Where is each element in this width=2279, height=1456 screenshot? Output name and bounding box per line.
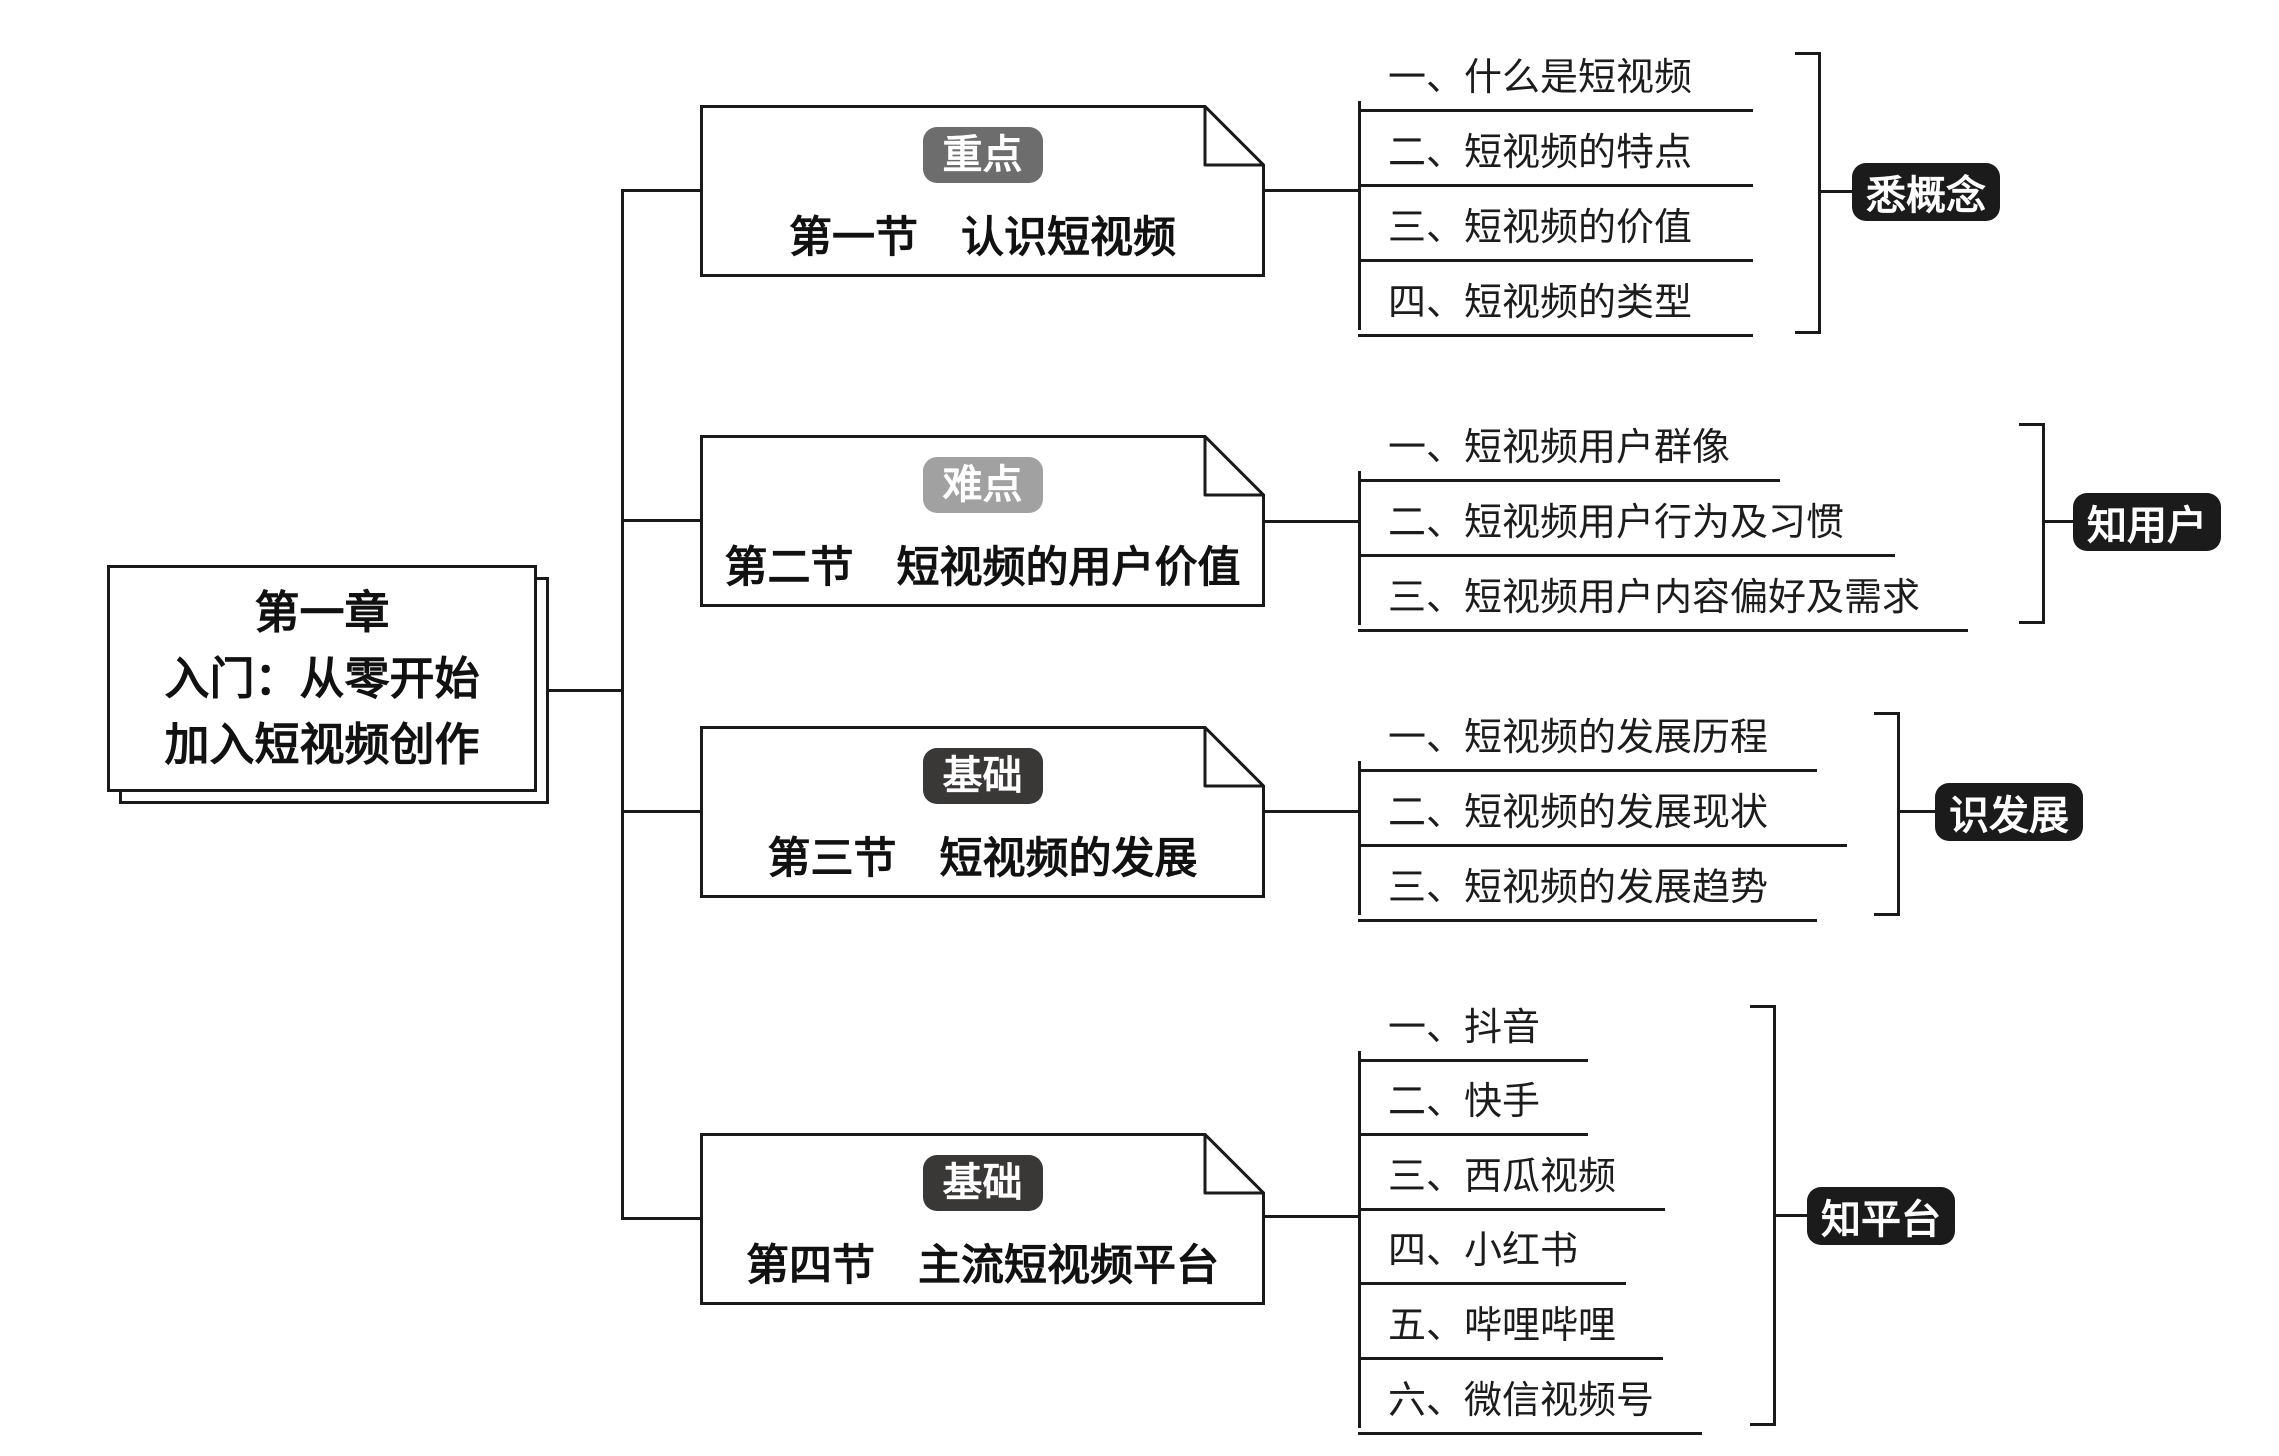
takeaway-bracket-arm [1795, 331, 1818, 334]
connector-spine-to-node-2 [621, 519, 700, 522]
items-left-border [1358, 101, 1361, 330]
takeaway-bracket-arm [1750, 1423, 1773, 1426]
takeaway-badge: 悉概念 [1852, 163, 2000, 221]
note-shape-icon [700, 105, 1265, 277]
takeaway-bracket [1773, 1005, 1776, 1426]
folded-corner-icon [1203, 105, 1265, 167]
item-row: 六、微信视频号 [1358, 1354, 1702, 1435]
items-left-border [1358, 471, 1361, 625]
connector-node-2-to-items [1262, 520, 1358, 523]
section-title: 第四节 主流短视频平台 [746, 1242, 1219, 1290]
item-row: 三、短视频的发展趋势 [1358, 841, 1817, 922]
item-row: 二、短视频用户行为及习惯 [1358, 476, 1895, 557]
takeaway-bracket [1818, 52, 1821, 334]
takeaway-badge: 知平台 [1807, 1187, 1955, 1245]
spine-line [621, 189, 624, 1220]
takeaway-badge: 知用户 [2073, 493, 2221, 551]
chapter-title-line: 第一章 [254, 586, 390, 638]
takeaway-bracket-arm [1874, 913, 1897, 916]
takeaway-bracket-arm [1750, 1005, 1773, 1008]
section-node-4: 基础 第四节 主流短视频平台 [700, 1133, 1265, 1305]
connector-bracket-to-badge [1776, 1214, 1807, 1217]
section-title: 第三节 短视频的发展 [767, 835, 1198, 883]
item-row: 二、快手 [1358, 1055, 1588, 1136]
takeaway-bracket-arm [2019, 621, 2042, 624]
item-row: 三、短视频的价值 [1358, 181, 1753, 262]
connector-spine-to-node-1 [621, 189, 700, 192]
section-node-1: 重点 第一节 认识短视频 [700, 105, 1265, 277]
section-title: 第一节 认识短视频 [789, 214, 1176, 262]
note-shape-icon [700, 435, 1265, 607]
section-node-3: 基础 第三节 短视频的发展 [700, 726, 1265, 898]
note-shape-icon [700, 726, 1265, 898]
item-row: 一、抖音 [1358, 981, 1588, 1062]
takeaway-bracket [2042, 423, 2045, 624]
item-row: 三、短视频用户内容偏好及需求 [1358, 551, 1968, 632]
item-row: 五、哔哩哔哩 [1358, 1279, 1663, 1360]
connector-spine-to-node-3 [621, 810, 700, 813]
connector-node-4-to-items [1262, 1215, 1358, 1218]
takeaway-bracket [1897, 712, 1900, 916]
takeaway-badge: 识发展 [1935, 783, 2083, 841]
priority-badge: 基础 [922, 1155, 1043, 1211]
connector-bracket-to-badge [1821, 190, 1852, 193]
priority-badge: 重点 [922, 127, 1043, 183]
chapter-box: 第一章 入门：从零开始 加入短视频创作 [107, 565, 537, 792]
item-row: 一、短视频的发展历程 [1358, 691, 1817, 772]
section-title: 第二节 短视频的用户价值 [724, 544, 1241, 592]
item-row: 四、小红书 [1358, 1204, 1626, 1285]
connector-bracket-to-badge [2045, 520, 2073, 523]
item-row: 三、西瓜视频 [1358, 1130, 1665, 1211]
takeaway-bracket-arm [2019, 423, 2042, 426]
chapter-title-line: 加入短视频创作 [164, 718, 480, 770]
item-row: 四、短视频的类型 [1358, 256, 1753, 337]
item-row: 二、短视频的特点 [1358, 106, 1753, 187]
item-row: 二、短视频的发展现状 [1358, 766, 1847, 847]
connector-node-1-to-items [1262, 189, 1358, 192]
item-row: 一、什么是短视频 [1358, 31, 1753, 112]
folded-corner-icon [1203, 435, 1265, 497]
note-shape-icon [700, 1133, 1265, 1305]
priority-badge: 基础 [922, 748, 1043, 804]
items-left-border [1358, 761, 1361, 915]
takeaway-bracket-arm [1795, 52, 1818, 55]
folded-corner-icon [1203, 726, 1265, 788]
items-left-border [1358, 1051, 1361, 1428]
takeaway-bracket-arm [1874, 712, 1897, 715]
section-node-2: 难点 第二节 短视频的用户价值 [700, 435, 1265, 607]
priority-badge: 难点 [922, 457, 1043, 513]
item-row: 一、短视频用户群像 [1358, 401, 1780, 482]
connector-chapter-to-spine [549, 689, 624, 692]
connector-spine-to-node-4 [621, 1217, 700, 1220]
connector-bracket-to-badge [1900, 810, 1935, 813]
folded-corner-icon [1203, 1133, 1265, 1195]
chapter-title-line: 入门：从零开始 [164, 652, 480, 704]
connector-node-3-to-items [1262, 810, 1358, 813]
